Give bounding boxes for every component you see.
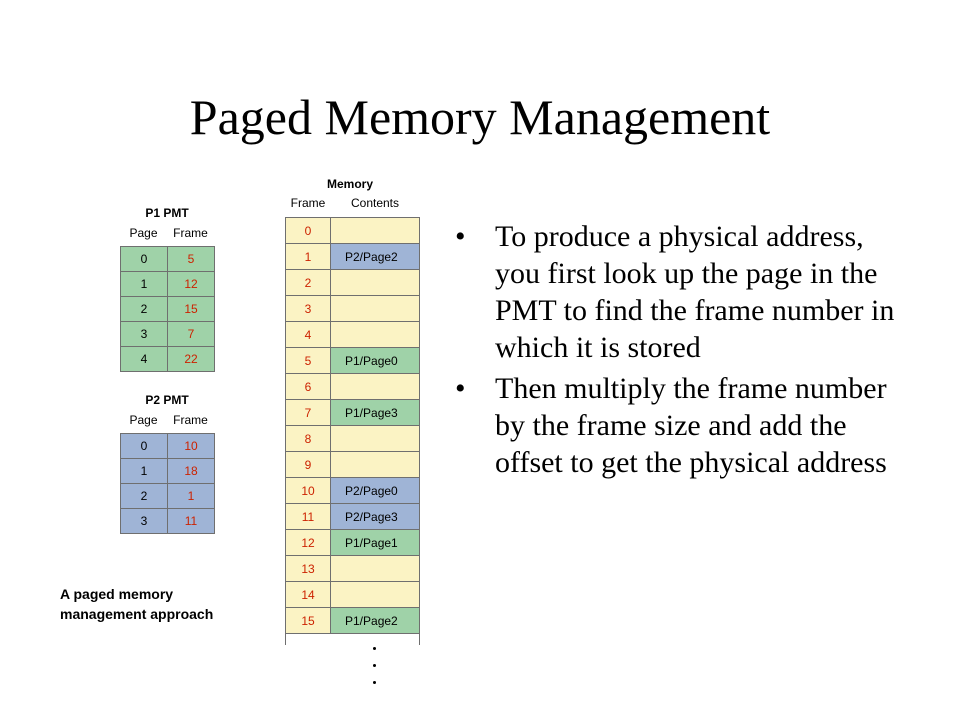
- pmt-page-cell: 1: [120, 271, 168, 297]
- memory-contents-cell: [330, 269, 420, 296]
- memory-contents-cell: P2/Page0: [330, 477, 420, 504]
- pmt-page-cell: 0: [120, 433, 168, 459]
- pmt-page-cell: 1: [120, 458, 168, 484]
- memory-contents-cell: P1/Page3: [330, 399, 420, 426]
- memory-contents-cell: [330, 321, 420, 348]
- memory-frame-cell: 13: [285, 555, 331, 582]
- memory-frame-cell: 5: [285, 347, 331, 374]
- memory-contents-cell: [330, 425, 420, 452]
- memory-frame-cell: 7: [285, 399, 331, 426]
- bullet-text: Then multiply the frame number by the fr…: [495, 372, 887, 479]
- memory-continuation-edge: [285, 633, 286, 645]
- bullet-text: To produce a physical address, you first…: [495, 220, 895, 364]
- memory-contents-cell: [330, 217, 420, 244]
- memory-title: Memory: [326, 177, 373, 191]
- pmt-page-cell: 3: [120, 321, 168, 347]
- memory-contents-cell: [330, 373, 420, 400]
- memory-header-frame: Frame: [290, 196, 326, 210]
- memory-contents-cell: [330, 581, 420, 608]
- p1-pmt-header: Frame: [173, 226, 208, 240]
- pmt-page-cell: 2: [120, 483, 168, 509]
- memory-frame-cell: 9: [285, 451, 331, 478]
- bullet-item: • Then multiply the frame number by the f…: [455, 370, 895, 481]
- p2-pmt-header: Frame: [173, 413, 208, 427]
- pmt-frame-cell: 22: [167, 346, 215, 372]
- p1-pmt-title: P1 PMT: [145, 206, 189, 220]
- bullet-marker: •: [455, 220, 466, 253]
- memory-frame-cell: 14: [285, 581, 331, 608]
- pmt-frame-cell: 5: [167, 246, 215, 272]
- memory-frame-cell: 12: [285, 529, 331, 556]
- memory-frame-cell: 6: [285, 373, 331, 400]
- diagram-caption: A paged memory management approach: [60, 586, 214, 622]
- p1-pmt-header: Page: [129, 226, 158, 240]
- memory-frame-cell: 8: [285, 425, 331, 452]
- memory-contents-cell: [330, 555, 420, 582]
- memory-contents-cell: [330, 295, 420, 322]
- memory-contents-cell: P1/Page1: [330, 529, 420, 556]
- memory-contents-cell: P2/Page3: [330, 503, 420, 530]
- slide-title: Paged Memory Management: [189, 89, 771, 145]
- memory-frame-cell: 11: [285, 503, 331, 530]
- pmt-page-cell: 3: [120, 508, 168, 534]
- pmt-frame-cell: 15: [167, 296, 215, 322]
- pmt-page-cell: 2: [120, 296, 168, 322]
- memory-header-contents: Contents: [350, 196, 400, 210]
- memory-frame-cell: 0: [285, 217, 331, 244]
- p2-pmt-header: Page: [129, 413, 158, 427]
- memory-continuation-edge: [419, 633, 420, 645]
- bullet-marker: •: [455, 372, 466, 405]
- memory-frame-cell: 4: [285, 321, 331, 348]
- memory-frame-cell: 1: [285, 243, 331, 270]
- memory-frame-cell: 3: [285, 295, 331, 322]
- memory-frame-cell: 2: [285, 269, 331, 296]
- bullet-list: • To produce a physical address, you firs…: [455, 218, 895, 485]
- pmt-frame-cell: 1: [167, 483, 215, 509]
- pmt-page-cell: 4: [120, 346, 168, 372]
- pmt-frame-cell: 18: [167, 458, 215, 484]
- memory-contents-cell: P2/Page2: [330, 243, 420, 270]
- memory-contents-cell: [330, 451, 420, 478]
- bullet-item: • To produce a physical address, you firs…: [455, 218, 895, 366]
- pmt-page-cell: 0: [120, 246, 168, 272]
- pmt-frame-cell: 10: [167, 433, 215, 459]
- pmt-frame-cell: 7: [167, 321, 215, 347]
- memory-frame-cell: 15: [285, 607, 331, 634]
- ellipsis-dot: [373, 664, 376, 667]
- memory-contents-cell: P1/Page0: [330, 347, 420, 374]
- pmt-frame-cell: 11: [167, 508, 215, 534]
- ellipsis-dot: [373, 647, 376, 650]
- p2-pmt-title: P2 PMT: [145, 393, 189, 407]
- memory-contents-cell: P1/Page2: [330, 607, 420, 634]
- ellipsis-dot: [373, 681, 376, 684]
- pmt-frame-cell: 12: [167, 271, 215, 297]
- memory-frame-cell: 10: [285, 477, 331, 504]
